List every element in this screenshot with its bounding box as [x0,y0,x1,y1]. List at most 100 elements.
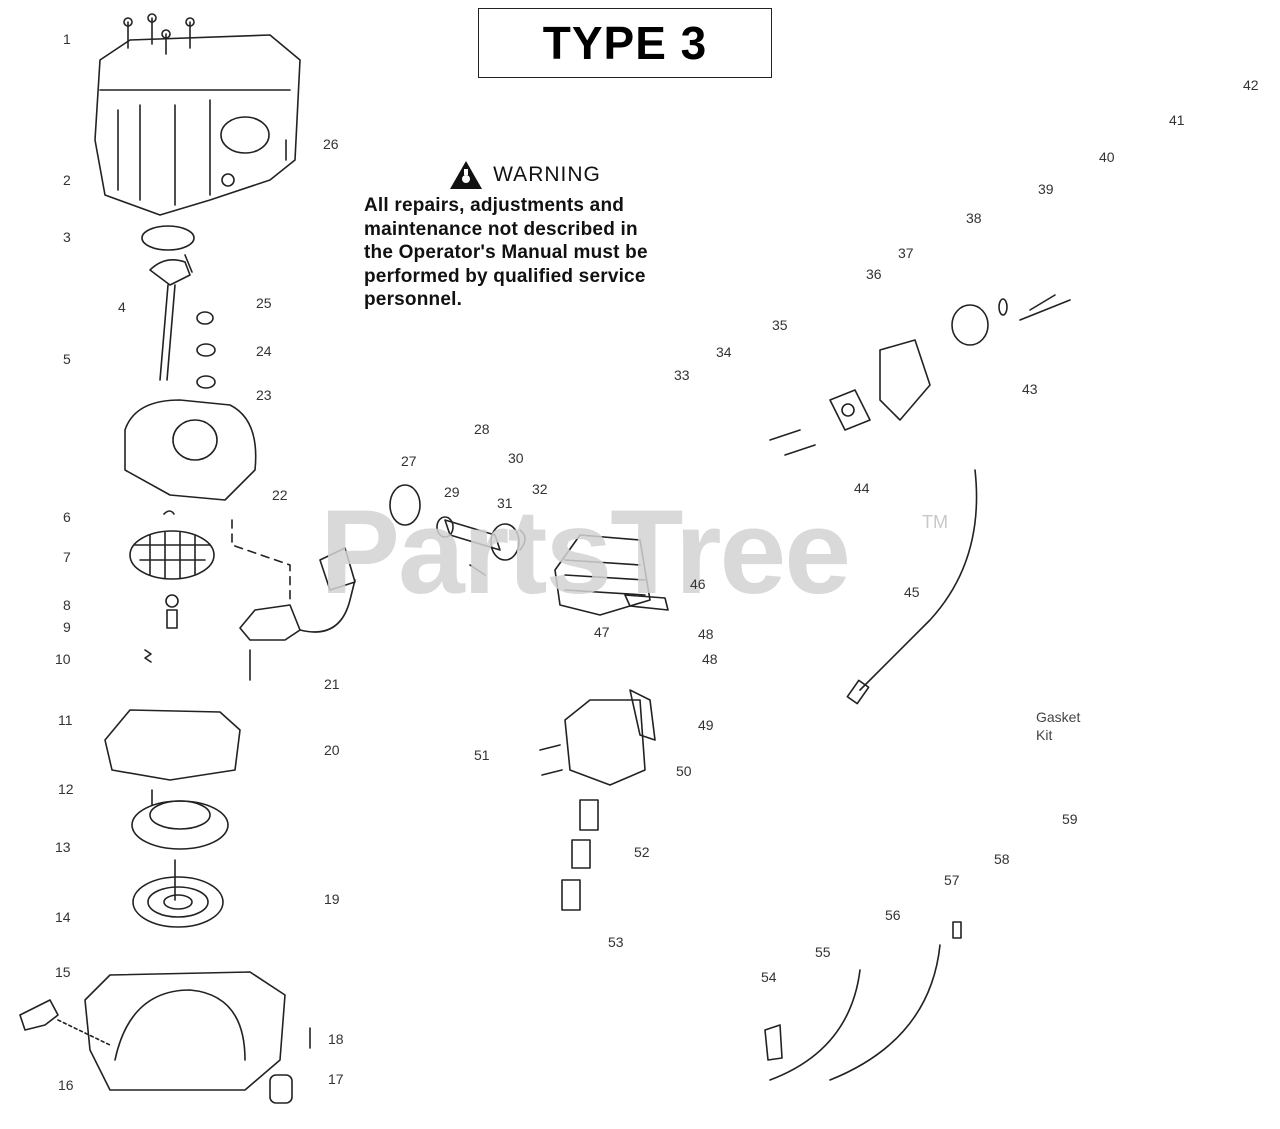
callout-54: 54 [761,969,777,985]
callout-34: 34 [716,344,732,360]
warning-block: WARNING All repairs, adjustments and mai… [364,160,686,312]
flywheel-part [129,510,215,580]
callout-8: 8 [63,597,71,613]
cylinder-cover-part [94,13,301,216]
callout-30: 30 [508,450,524,466]
warning-line: personnel. [364,289,463,310]
callout-53: 53 [608,934,624,950]
warning-header: WARNING [364,160,686,190]
callout-9: 9 [63,619,71,635]
callout-5: 5 [63,351,71,367]
callout-51: 51 [474,747,490,763]
o-ring-part [141,225,195,251]
ignition-coil-part [231,519,356,681]
callout-43: 43 [1022,381,1038,397]
callout-29: 29 [444,484,460,500]
warning-triangle-icon [450,161,483,189]
callout-19: 19 [324,891,340,907]
callout-28: 28 [474,421,490,437]
callout-38: 38 [966,210,982,226]
piston-rod-part [436,516,526,576]
callout-55: 55 [815,944,831,960]
callout-15: 15 [55,964,71,980]
throttle-cable-part [859,469,978,691]
callout-22: 22 [272,487,288,503]
nut-part-23 [196,375,216,389]
fuel-line-part-55 [769,969,861,1081]
callout-45: 45 [904,584,920,600]
callout-49: 49 [698,717,714,733]
callout-33: 33 [674,367,690,383]
callout-23: 23 [256,387,272,403]
insulator-part [829,389,871,431]
callout-17: 17 [328,1071,344,1087]
callout-13: 13 [55,839,71,855]
callout-10: 10 [55,651,71,667]
bolt-part-41 [1029,294,1056,311]
nut-part-25 [196,311,214,325]
crankcase-part [124,399,257,501]
callout-59: 59 [1062,811,1078,827]
callout-50: 50 [676,763,692,779]
recoil-spring-part [132,859,224,928]
watermark-tm: TM [922,512,948,532]
callout-57: 57 [944,872,960,888]
callout-21: 21 [324,676,340,692]
callout-6: 6 [63,509,71,525]
warning-line: maintenance not described in [364,218,638,240]
callout-36: 36 [866,266,882,282]
fuel-filter-part [764,1024,783,1061]
muffler-part [539,689,656,786]
callout-58: 58 [994,851,1010,867]
warning-line: All repairs, adjustments and [364,195,625,216]
warning-text: All repairs, adjustments and maintenance… [364,194,686,312]
callout-35: 35 [772,317,788,333]
callout-37: 37 [898,245,914,261]
crank-lever-part [149,254,193,381]
callout-47: 47 [594,624,610,640]
callout-42: 42 [1243,77,1259,93]
warning-line: performed by qualified service [364,265,646,287]
air-filter-part [951,304,989,346]
gasket-kit-line: Gasket [1036,709,1081,725]
callout-26: 26 [323,136,339,152]
recoil-pulley-part [131,789,229,850]
nut-part-24 [196,343,216,357]
gasket-kit-line: Kit [1036,727,1053,743]
callout-2: 2 [63,172,71,188]
callout-7: 7 [63,549,71,565]
callout-25: 25 [256,295,272,311]
callout-56: 56 [885,907,901,923]
callout-27: 27 [401,453,417,469]
bolt-part-40 [1019,299,1071,321]
callout-48b: 48 [702,651,718,667]
callout-39: 39 [1038,181,1054,197]
callout-41: 41 [1169,112,1185,128]
watermark: PartsTree [320,485,851,619]
callout-11: 11 [58,712,73,728]
callout-48a: 48 [698,626,714,642]
warning-line: the Operator's Manual must be [364,242,648,263]
gasket-part-27 [389,484,421,526]
cylinder-part [554,534,669,616]
callout-4: 4 [118,299,126,315]
type-title: TYPE 3 [478,8,772,78]
callout-18: 18 [328,1031,344,1047]
callout-46: 46 [690,576,706,592]
callout-3: 3 [63,229,71,245]
callout-14: 14 [55,909,71,925]
callout-16: 16 [58,1077,74,1093]
callout-52: 52 [634,844,650,860]
fuel-line-part-56 [829,944,941,1081]
grommet-part [269,1074,293,1104]
callout-40: 40 [1099,149,1115,165]
gasket-kit-label: Gasket Kit [1036,708,1080,744]
carburetor-part [879,339,931,421]
callout-1: 1 [63,31,71,47]
callout-32: 32 [532,481,548,497]
callout-20: 20 [324,742,340,758]
warning-heading: WARNING [493,163,601,186]
callout-31: 31 [497,495,513,511]
